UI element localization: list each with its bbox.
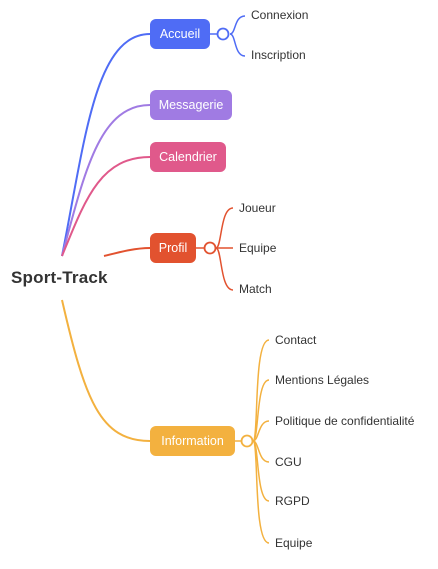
node-messagerie[interactable]: Messagerie <box>150 90 232 120</box>
connector-profil <box>103 247 151 257</box>
profil-collapse-handle[interactable] <box>203 241 217 255</box>
connector-messagerie <box>61 104 151 257</box>
information-collapse-handle[interactable] <box>240 434 254 448</box>
leaf-politique-confidentialite[interactable]: Politique de confidentialité <box>275 414 415 428</box>
leaf-equipe-profil[interactable]: Equipe <box>239 241 277 255</box>
information-children-connectors <box>235 339 270 544</box>
leaf-contact[interactable]: Contact <box>275 333 317 347</box>
profil-children-connectors <box>196 207 234 291</box>
leaf-inscription[interactable]: Inscription <box>251 48 306 62</box>
leaf-rgpd[interactable]: RGPD <box>275 494 310 508</box>
connector-accueil <box>61 33 151 257</box>
leaf-mentions-legales[interactable]: Mentions Légales <box>275 373 370 387</box>
accueil-collapse-handle[interactable] <box>216 27 230 41</box>
leaf-match[interactable]: Match <box>239 282 272 296</box>
root-node-sport-track[interactable]: Sport-Track <box>11 268 108 287</box>
node-profil[interactable]: Profil <box>150 233 196 263</box>
node-accueil[interactable]: Accueil <box>150 19 210 49</box>
connector-information <box>61 299 151 442</box>
leaf-cgu[interactable]: CGU <box>275 455 302 469</box>
node-information[interactable]: Information <box>150 426 235 456</box>
leaf-joueur[interactable]: Joueur <box>239 201 276 215</box>
connector-calendrier <box>61 156 151 257</box>
leaf-equipe-information[interactable]: Equipe <box>275 536 313 550</box>
node-calendrier[interactable]: Calendrier <box>150 142 226 172</box>
leaf-connexion[interactable]: Connexion <box>251 8 309 22</box>
